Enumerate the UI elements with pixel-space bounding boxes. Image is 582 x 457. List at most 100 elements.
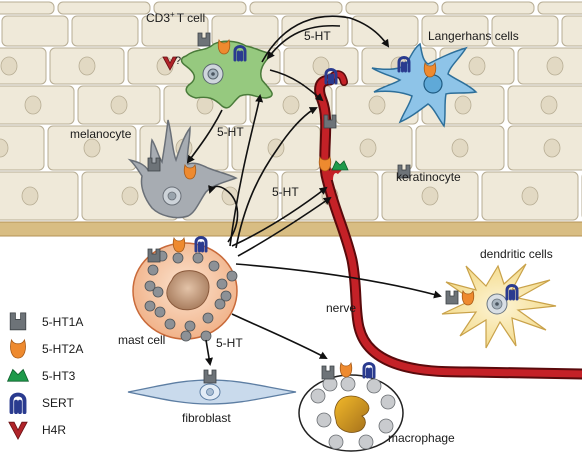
mast-granule [172,252,184,264]
keratinocyte-nucleus [24,95,42,115]
keratinocyte-nucleus [543,138,561,158]
sert-transporter-icon [397,56,411,73]
macrophage-vacuole [328,434,344,450]
keratinocyte [561,15,582,47]
keratinocyte-nucleus [368,95,386,115]
h4r-question-mark: ? [175,55,181,67]
arrow-label-top: 5-HT [304,29,331,43]
keratinocyte-nucleus [78,56,96,76]
5ht1a-receptor-icon [397,164,411,179]
keratinocyte-nucleus [312,56,330,76]
sert-transporter-icon [233,45,247,62]
keratinocyte [249,1,343,15]
sert-transporter-icon [362,362,376,379]
keratinocyte-nucleus [454,95,472,115]
mast-granule [152,286,164,298]
basement-membrane [0,222,582,236]
mast-granule [180,330,192,342]
mast-granule [154,306,166,318]
dendritic-cell [441,263,557,349]
5ht1a-receptor-icon [323,114,337,129]
mast-cell [132,242,238,342]
keratinocyte-nucleus [546,56,564,76]
keratinocyte-nucleus [282,95,300,115]
mast-granule [220,290,232,302]
keratinocyte [537,1,582,15]
keratinocyte [141,15,209,47]
cd3-t-cell-label: CD3+T cell [146,10,205,25]
mast-granule [202,312,214,324]
macrophage-vacuole [378,418,394,434]
keratinocyte-nucleus [540,95,558,115]
5ht3-receptor-icon [331,160,349,171]
fibroblast-label: fibroblast [182,411,231,425]
macrophage-cell [298,374,404,452]
h4r-receptor-icon [8,421,28,440]
keratinocyte [0,1,55,15]
legend-label: 5-HT3 [42,369,76,383]
melanocyte-label: melanocyte [70,127,132,141]
keratinocyte [71,15,139,47]
5ht2a-receptor-icon [423,61,437,78]
mast-granule [192,252,204,264]
5ht1a-receptor-icon [9,312,27,331]
5ht2a-receptor-icon [461,289,475,306]
legend-item: H4R [8,421,66,440]
keratinocyte [153,1,247,15]
arrows [186,15,442,366]
arrow-label-melanocyte: 5-HT [217,125,244,139]
receptor-markers [147,32,519,384]
keratinocyte-nucleus [83,138,101,158]
labels: CD3+T cell 5-HT Langerhans cells melanoc… [70,10,553,445]
keratinocyte-nucleus [521,186,539,206]
langerhans-label: Langerhans cells [428,29,519,43]
melanocyte-cell [127,119,238,219]
keratinocyte [57,1,151,15]
macrophage-vacuole [358,434,374,450]
legend-label: 5-HT2A [42,342,83,356]
mast-granule [208,260,220,272]
sert-transporter-icon [505,284,519,301]
5ht1a-receptor-icon [147,248,161,263]
mast-granule [164,318,176,330]
legend-item: 5-HT1A [9,312,83,331]
mast-granule [200,330,212,342]
mast-cell-label: mast cell [118,333,165,347]
dendritic-cells-label: dendritic cells [480,247,553,261]
keratinocyte-nucleus [451,138,469,158]
nerve-label: nerve [326,301,356,315]
5ht1a-receptor-icon [147,157,161,172]
macrophage-vacuole [366,378,382,394]
5ht1a-receptor-icon [445,290,459,305]
sert-transporter-icon [194,236,208,253]
macrophage-vacuole [340,376,356,392]
5ht2a-receptor-icon [339,361,353,378]
mast-granule [184,320,196,332]
mast-cell-granules [144,250,238,342]
keratinocyte-nucleus [121,186,139,206]
keratinocyte [0,125,45,171]
keratinocyte [1,15,69,47]
keratinocyte [421,15,489,47]
macrophage-vacuole [380,394,396,410]
sert-transporter-icon [9,392,27,415]
5ht2a-receptor-icon [183,163,197,180]
keratinocyte [0,171,79,221]
keratinocyte-nucleus [267,138,285,158]
keratinocyte-nucleus [468,56,486,76]
sert-transporter-icon [324,68,338,85]
mast-granule [226,270,238,282]
arrow-label-mast: 5-HT [216,336,243,350]
keratinocyte-nucleus [0,138,9,158]
legend-label: SERT [42,396,74,410]
macrophage-vacuole [316,412,332,428]
macrophage-vacuoles [310,376,396,450]
5ht2a-receptor-icon [217,38,231,55]
legend-label: H4R [42,423,66,437]
keratinocyte [491,15,559,47]
keratinocyte-nucleus [421,186,439,206]
legend-label: 5-HT1A [42,315,83,329]
mast-granule [216,278,228,290]
